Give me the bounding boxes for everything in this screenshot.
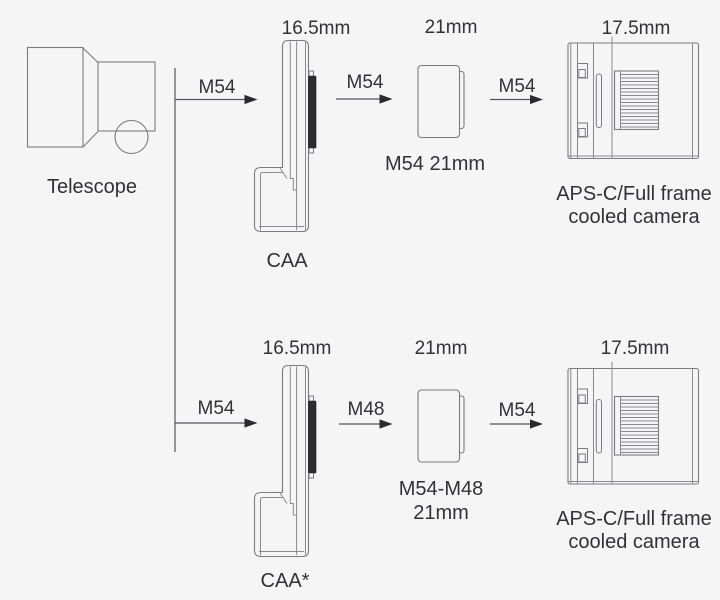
row1-spacer-thread-label: M54 — [346, 72, 384, 93]
row2-spacer-thread-label: M48 — [347, 399, 385, 420]
row2-spacer-size-label: 21mm — [414, 338, 468, 359]
row1-camera-name-label: APS-C/Full frame cooled camera — [556, 183, 712, 229]
row2-caa-name-label: CAA* — [260, 570, 310, 592]
arrowhead — [379, 94, 393, 104]
row1-camera-name-line1: APS-C/Full frame — [556, 183, 712, 205]
arrowhead — [244, 94, 258, 105]
telescope-drawing — [26, 46, 156, 155]
row2-spacer-name-label: M54-M48 21mm — [399, 477, 483, 525]
row2-camera-size-label: 17.5mm — [600, 338, 670, 359]
row2-branch-thread-label: M54 — [197, 398, 235, 419]
camera-drawing-row1 — [567, 35, 700, 160]
row1-camera-thread-label: M54 — [498, 76, 536, 97]
row2-spacer-name-line1: M54-M48 — [398, 478, 484, 500]
telescope-label: Telescope — [46, 176, 138, 198]
caa-drawing-row1 — [253, 39, 317, 233]
spacer-drawing-row1 — [417, 64, 465, 139]
row2-camera-name-line2: cooled camera — [568, 531, 700, 553]
row1-caa-name-label: CAA — [266, 250, 308, 272]
row1-spacer-name-label: M54 21mm — [384, 153, 486, 175]
row2-camera-name-line1: APS-C/Full frame — [556, 508, 712, 530]
row2-camera-name-label: APS-C/Full frame cooled camera — [556, 508, 712, 554]
row2-caa-size-label: 16.5mm — [262, 338, 332, 359]
caa-drawing-row2 — [253, 364, 317, 558]
row1-spacer-size-label: 21mm — [424, 17, 478, 38]
row2-arrows — [175, 422, 531, 425]
row1-arrows — [175, 98, 531, 101]
row2-camera-thread-label: M54 — [498, 400, 536, 421]
camera-drawing-row2 — [567, 361, 700, 485]
focuser-knob — [114, 119, 149, 155]
row1-branch-thread-label: M54 — [198, 77, 236, 98]
row2-spacer-name-line2: 21mm — [413, 502, 469, 524]
row1-camera-size-label: 17.5mm — [601, 18, 671, 39]
arrowhead — [244, 418, 258, 428]
row1-caa-size-label: 16.5mm — [281, 18, 351, 39]
row1-camera-name-line2: cooled camera — [568, 206, 700, 228]
spacer-drawing-row2 — [417, 389, 465, 463]
